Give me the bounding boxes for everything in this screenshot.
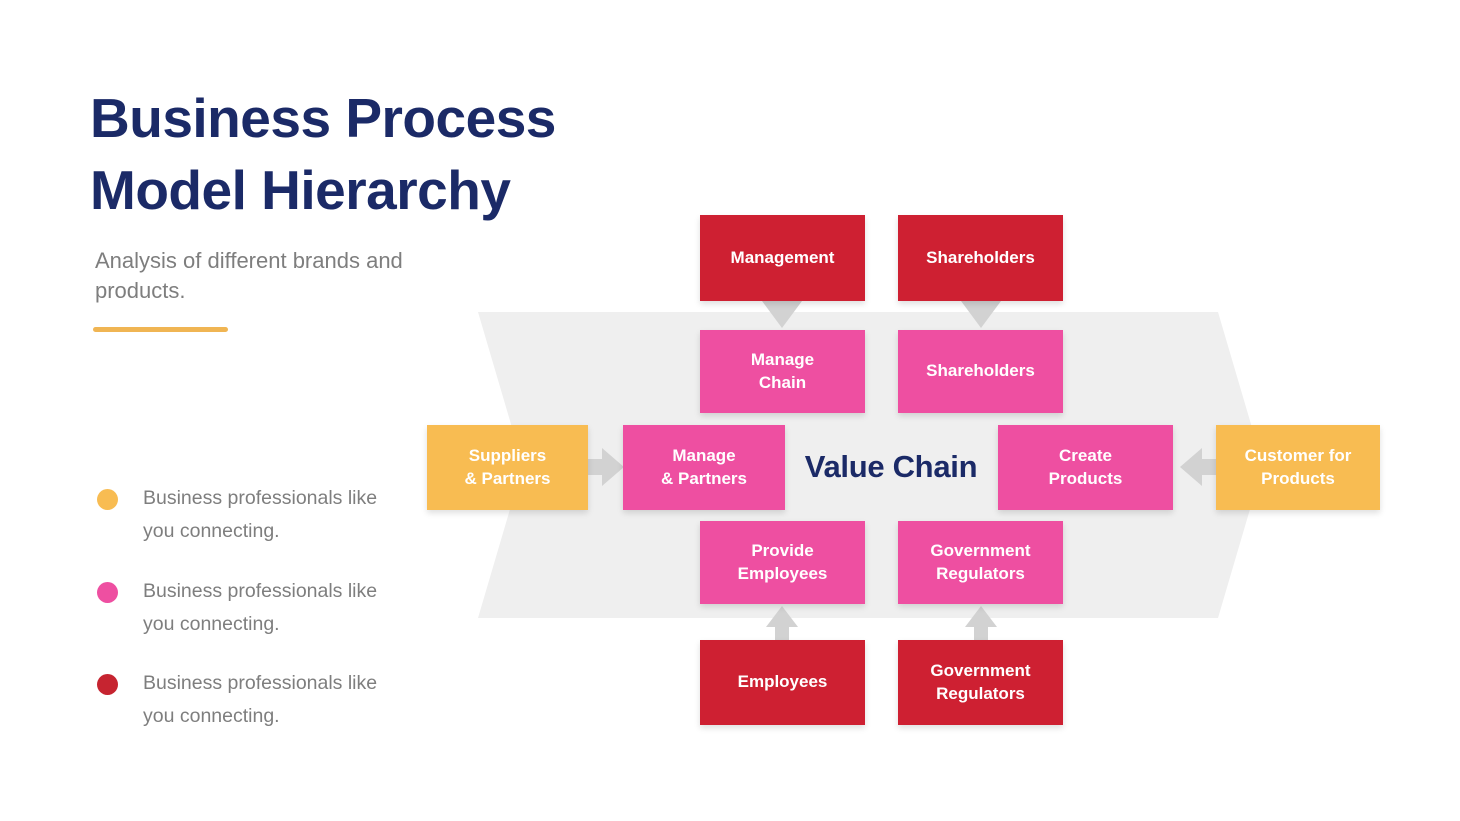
arrow-up-right-icon xyxy=(965,606,997,640)
yellow-dot-icon xyxy=(97,489,118,510)
legend-text: Business professionals like you connecti… xyxy=(143,580,378,635)
arrow-up-left-icon xyxy=(766,606,798,640)
box-management: Management xyxy=(700,215,865,301)
value-chain-label: Value Chain xyxy=(804,449,978,484)
box-shareholders-outer: Shareholders xyxy=(898,215,1063,301)
legend-item-red: Business professionals like you connecti… xyxy=(97,667,377,733)
box-government-regulators-outer: Government Regulators xyxy=(898,640,1063,725)
page-title: Business Process Model Hierarchy xyxy=(90,87,556,222)
box-provide-employees: Provide Employees xyxy=(700,521,865,604)
legend-item-yellow: Business professionals like you connecti… xyxy=(97,482,377,548)
legend-text: Business professionals like you connecti… xyxy=(143,487,378,542)
red-dot-icon xyxy=(97,674,118,695)
slide-subtitle: Analysis of different brands and product… xyxy=(95,248,403,303)
box-manage-chain: Manage Chain xyxy=(700,330,865,413)
arrow-down-right-icon xyxy=(961,301,1001,328)
box-employees: Employees xyxy=(700,640,865,725)
arrow-down-left-icon xyxy=(762,301,802,328)
box-shareholders-inner: Shareholders xyxy=(898,330,1063,413)
arrow-left-icon xyxy=(1180,448,1216,486)
box-customer-for-products: Customer for Products xyxy=(1216,425,1380,510)
box-suppliers-partners: Suppliers & Partners xyxy=(427,425,588,510)
box-create-products: Create Products xyxy=(998,425,1173,510)
chevron-band-shape xyxy=(478,312,1263,618)
arrow-right-icon xyxy=(588,448,624,486)
box-manage-partners: Manage & Partners xyxy=(623,425,785,510)
pink-dot-icon xyxy=(97,582,118,603)
legend-item-pink: Business professionals like you connecti… xyxy=(97,575,377,641)
title-underline xyxy=(93,327,228,332)
box-government-regulators-inner: Government Regulators xyxy=(898,521,1063,604)
legend-text: Business professionals like you connecti… xyxy=(143,672,378,727)
